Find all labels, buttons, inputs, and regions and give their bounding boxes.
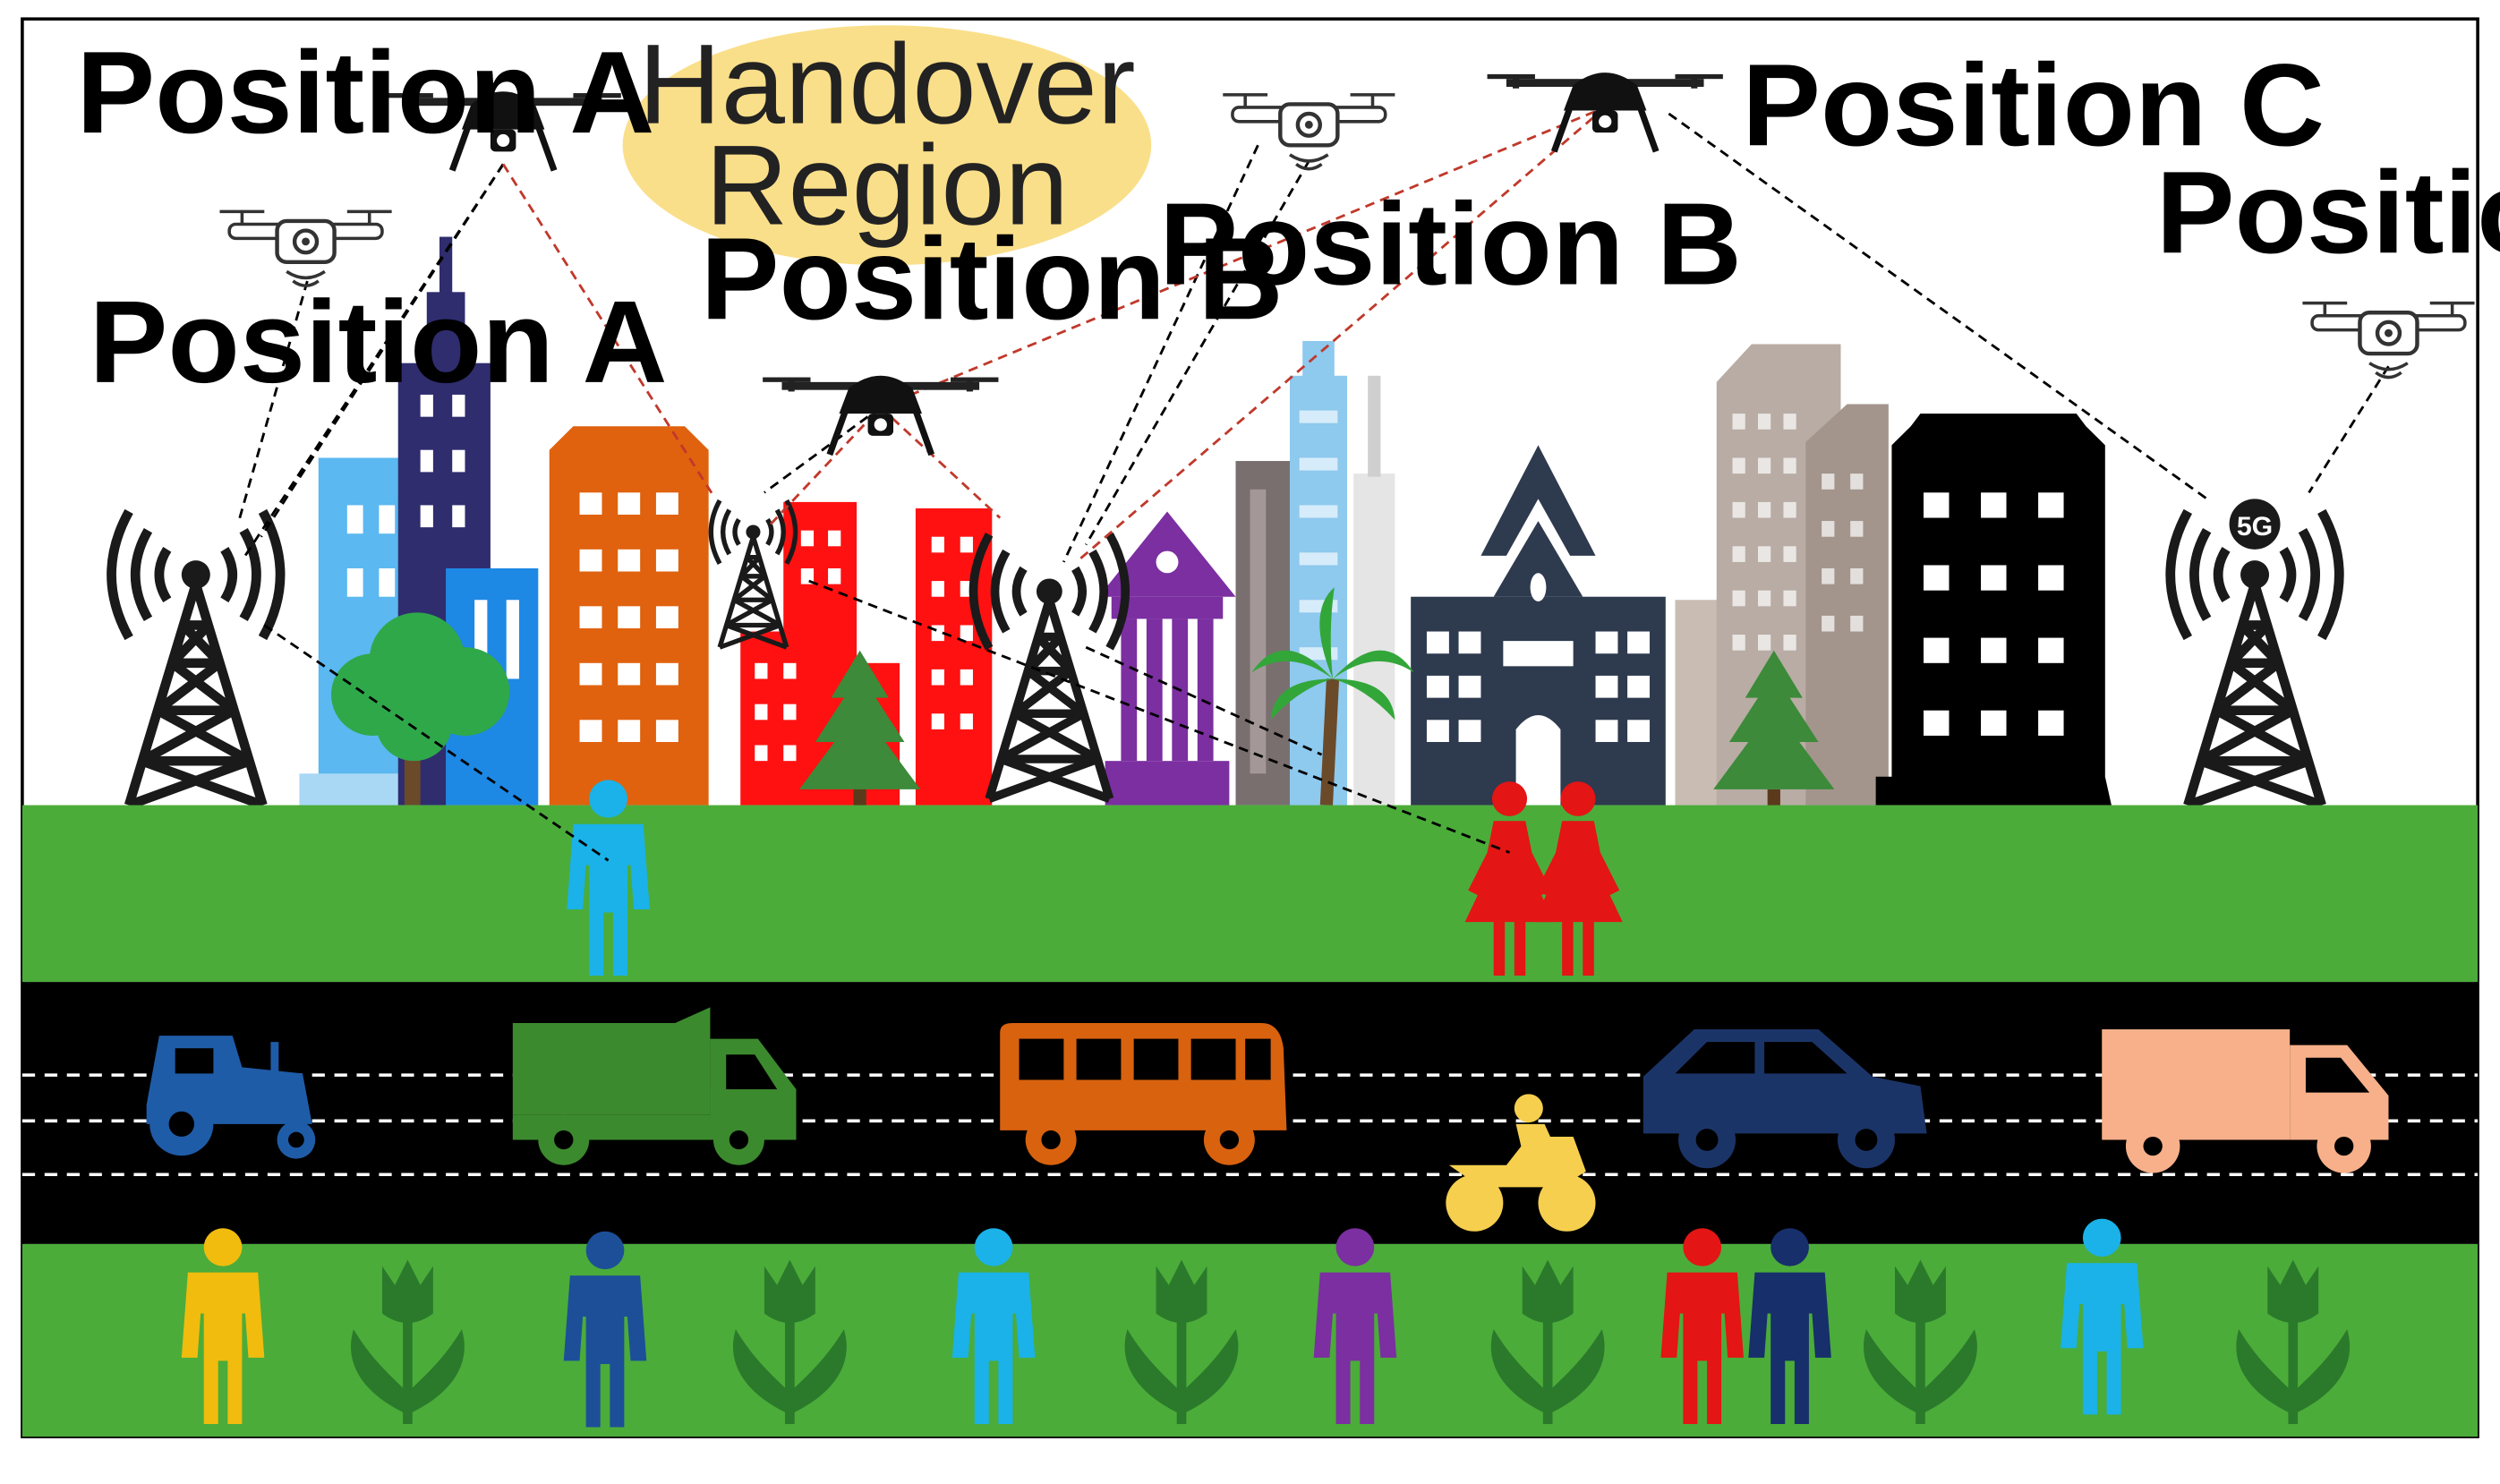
handover-links — [501, 106, 1607, 563]
tree-icon — [331, 612, 510, 806]
sky-skyscraper — [1289, 375, 1348, 806]
motorbike — [1446, 1094, 1596, 1232]
delivery-truck — [2102, 1029, 2389, 1173]
label-position-b-right: Position B — [1159, 178, 1742, 309]
label-position-a-low: Position A — [90, 276, 668, 406]
links — [237, 106, 2390, 862]
bus — [1000, 1022, 1287, 1165]
dump-truck — [512, 1007, 797, 1165]
palm-icon — [1251, 587, 1414, 806]
park-strip — [21, 805, 2479, 983]
beige-highrise — [1675, 344, 1889, 806]
black-office — [1875, 414, 2112, 806]
user-links — [237, 112, 2390, 862]
dark-church — [1411, 445, 1666, 806]
label-position-b-mid: Position B — [701, 213, 1284, 344]
label-position-c-right: Position C — [2156, 147, 2500, 277]
handover-label-line1: Handover — [638, 21, 1135, 148]
5g-label: 5G — [2237, 512, 2273, 542]
car — [1642, 1029, 1927, 1169]
handover-label-line2: Region — [705, 123, 1069, 249]
5g-tower-icon: 5G — [2171, 499, 2340, 805]
label-position-c-top: Position C — [1742, 39, 2325, 170]
label-position-a-top: Position A — [76, 27, 654, 158]
city-skyline — [299, 236, 2112, 806]
tractor — [146, 1036, 316, 1159]
handover-region: Handover Region — [622, 21, 1152, 266]
